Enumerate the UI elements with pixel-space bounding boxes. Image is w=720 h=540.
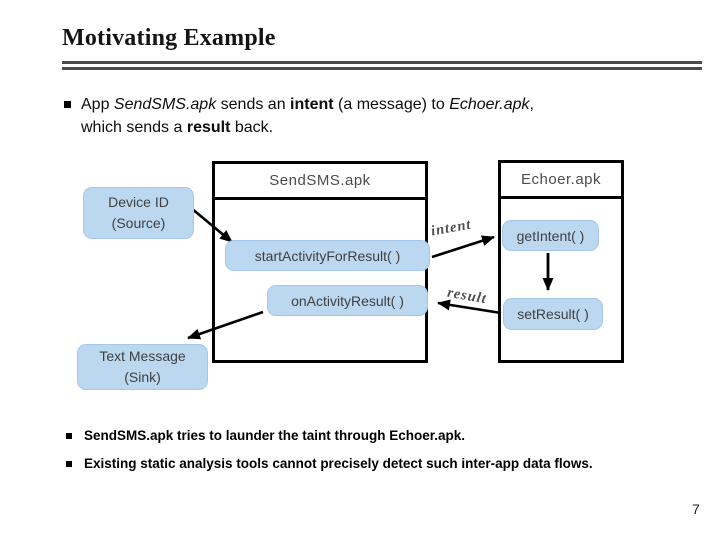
intro-part-italic: Echoer.apk xyxy=(449,96,530,113)
result-edge-label: result xyxy=(446,284,489,308)
intro-bullet-text: App SendSMS.apk sends an intent (a messa… xyxy=(81,93,534,139)
title-rule-top xyxy=(62,61,702,64)
sendsms-apk-title: SendSMS.apk xyxy=(215,164,425,200)
bullet-square-icon xyxy=(64,101,71,108)
intro-part-bold: result xyxy=(186,119,231,136)
intro-part-italic: SendSMS.apk xyxy=(113,96,217,113)
intro-part: which sends a xyxy=(81,119,187,136)
page-number: 7 xyxy=(692,501,700,517)
bottom-bullet-2-text: Existing static analysis tools cannot pr… xyxy=(84,456,593,471)
echoer-apk-container: Echoer.apk xyxy=(498,160,624,363)
on-activity-result-node: onActivityResult( ) xyxy=(267,285,428,316)
echoer-apk-title: Echoer.apk xyxy=(501,163,621,199)
bottom-bullet-2: Existing static analysis tools cannot pr… xyxy=(66,456,706,472)
bottom-bullet-1: SendSMS.apk tries to launder the taint t… xyxy=(66,428,706,444)
intro-part: , xyxy=(529,96,534,113)
intent-edge-label: intent xyxy=(429,216,473,240)
start-activity-for-result-node: startActivityForResult( ) xyxy=(225,240,430,271)
text-message-line2: (Sink) xyxy=(124,369,161,385)
title-rule-bottom xyxy=(62,67,702,70)
intro-part-bold: intent xyxy=(290,96,334,113)
device-id-source-node: Device ID (Source) xyxy=(83,187,194,239)
text-message-sink-node: Text Message (Sink) xyxy=(77,344,208,390)
bottom-bullet-1-text: SendSMS.apk tries to launder the taint t… xyxy=(84,428,466,443)
page-title: Motivating Example xyxy=(62,25,276,51)
bullet-square-icon xyxy=(66,461,72,467)
set-result-node: setResult( ) xyxy=(503,298,603,330)
device-id-line2: (Source) xyxy=(111,215,166,231)
get-intent-node: getIntent( ) xyxy=(502,220,599,251)
text-message-line1: Text Message xyxy=(99,348,186,364)
intro-part: (a message) to xyxy=(333,96,450,113)
intro-part: App xyxy=(81,96,114,113)
intro-bullet: App SendSMS.apk sends an intent (a messa… xyxy=(64,93,664,139)
bullet-square-icon xyxy=(66,433,72,439)
arrow-intent xyxy=(431,235,495,259)
device-id-line1: Device ID xyxy=(108,194,169,210)
intro-part: back. xyxy=(230,119,274,136)
intro-part: sends an xyxy=(216,96,291,113)
